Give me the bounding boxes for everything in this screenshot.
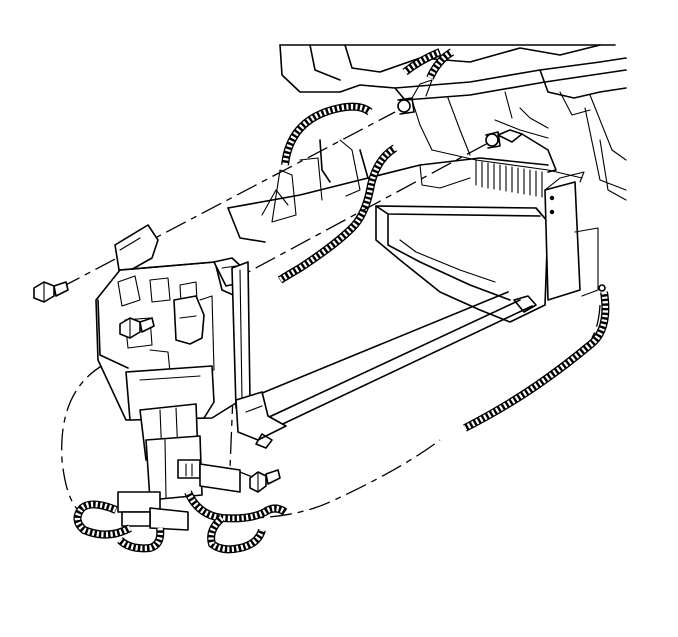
bolt-lower — [249, 469, 281, 493]
harness-upper — [277, 48, 455, 284]
heater-case — [375, 79, 606, 323]
grille-ribs — [475, 159, 543, 198]
bolt-upper-left — [33, 281, 69, 303]
control-bracket — [95, 224, 287, 501]
harness-left-loops — [73, 490, 288, 554]
cross-beam — [249, 291, 533, 431]
connectors — [117, 459, 241, 531]
dash-panel-structure — [227, 44, 627, 243]
harness-lower-right — [463, 291, 610, 432]
bolt-middle-left — [119, 317, 155, 339]
